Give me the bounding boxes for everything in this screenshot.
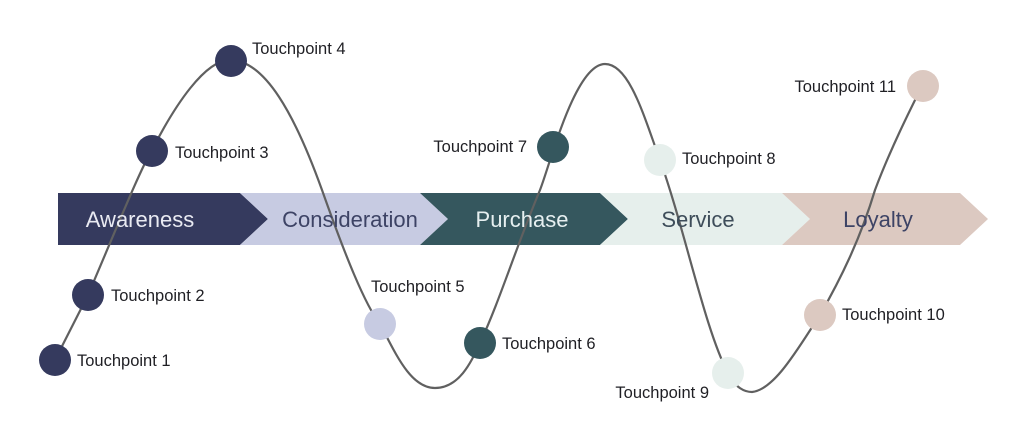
stage-labels: Awareness Consideration Purchase Service… (86, 207, 913, 232)
touchpoint-4-marker (215, 45, 247, 77)
touchpoint-2-label: Touchpoint 2 (111, 287, 205, 305)
touchpoint-8-label: Touchpoint 8 (682, 150, 776, 168)
stage-label-purchase: Purchase (476, 207, 569, 232)
touchpoint-7-marker (537, 131, 569, 163)
touchpoint-5-label: Touchpoint 5 (371, 278, 465, 296)
touchpoint-9-label: Touchpoint 9 (615, 384, 709, 402)
touchpoint-7-label: Touchpoint 7 (433, 138, 527, 156)
touchpoint-11-marker (907, 70, 939, 102)
stage-label-loyalty: Loyalty (843, 207, 913, 232)
touchpoint-3-marker (136, 135, 168, 167)
stage-label-service: Service (661, 207, 734, 232)
touchpoint-markers (39, 45, 939, 389)
stage-consideration (240, 193, 448, 245)
stage-purchase (420, 193, 628, 245)
touchpoint-labels: Touchpoint 1 Touchpoint 2 Touchpoint 3 T… (77, 40, 945, 402)
stage-label-awareness: Awareness (86, 207, 194, 232)
touchpoint-10-marker (804, 299, 836, 331)
touchpoint-8-marker (644, 144, 676, 176)
touchpoint-2-marker (72, 279, 104, 311)
stage-awareness (58, 193, 268, 245)
touchpoint-4-label: Touchpoint 4 (252, 40, 346, 58)
touchpoint-6-label: Touchpoint 6 (502, 335, 596, 353)
touchpoint-6-marker (464, 327, 496, 359)
touchpoint-10-label: Touchpoint 10 (842, 306, 945, 324)
touchpoint-1-marker (39, 344, 71, 376)
stage-service (600, 193, 810, 245)
stage-label-consideration: Consideration (282, 207, 418, 232)
stage-band (58, 193, 988, 245)
stage-loyalty (782, 193, 988, 245)
touchpoint-11-label: Touchpoint 11 (794, 78, 896, 96)
touchpoint-3-label: Touchpoint 3 (175, 144, 269, 162)
touchpoint-1-label: Touchpoint 1 (77, 352, 171, 370)
touchpoint-5-marker (364, 308, 396, 340)
touchpoint-9-marker (712, 357, 744, 389)
